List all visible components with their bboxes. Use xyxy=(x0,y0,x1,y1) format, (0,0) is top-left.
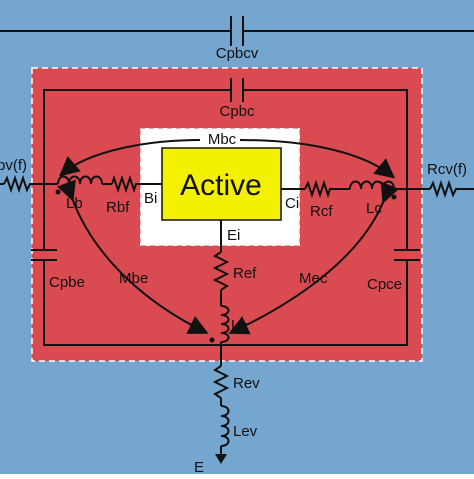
label-mbe: Mbe xyxy=(119,270,148,287)
arrow-mbc-right xyxy=(239,139,396,179)
resistor-rev xyxy=(212,365,230,399)
label-e: E xyxy=(194,459,204,474)
label-le: Le xyxy=(231,317,248,334)
label-ci: Ci xyxy=(285,195,299,212)
arrow-mbe xyxy=(57,179,209,334)
label-rbf: Rbf xyxy=(106,199,130,216)
resistor-rcv xyxy=(429,179,458,199)
label-lb: Lb xyxy=(66,195,83,212)
mutual-arrows xyxy=(57,139,400,335)
arrow-mbc xyxy=(58,139,201,177)
label-bi: Bi xyxy=(144,190,157,207)
resistor-rbv xyxy=(3,174,33,194)
wires xyxy=(0,78,474,456)
dot-lb xyxy=(55,189,61,195)
label-lev: Lev xyxy=(233,423,258,440)
label-rbv: bv(f) xyxy=(0,157,27,174)
label-mbc: Mbc xyxy=(208,131,237,148)
resistor-ref xyxy=(212,251,230,291)
label-rcv: Rcv(f) xyxy=(427,161,467,178)
emitter-arrowhead xyxy=(215,454,227,464)
label-cpce: Cpce xyxy=(367,276,402,293)
label-rcf: Rcf xyxy=(310,203,333,220)
label-ref: Ref xyxy=(233,265,257,282)
label-rev: Rev xyxy=(233,375,260,392)
label-cpbcv: Cpbcv xyxy=(216,45,259,62)
label-cpbe: Cpbe xyxy=(49,274,85,291)
label-active: Active xyxy=(180,169,262,202)
dot-lc xyxy=(391,194,397,200)
inductor-le xyxy=(220,305,230,343)
label-cpbc: Cpbc xyxy=(219,103,255,120)
inductor-lev xyxy=(220,405,230,447)
dot-le xyxy=(209,337,215,343)
arrow-mec xyxy=(228,181,400,335)
label-mec: Mec xyxy=(299,270,328,287)
cpbcv-branch xyxy=(0,16,474,46)
label-ei: Ei xyxy=(227,227,240,244)
label-lc: Lc xyxy=(366,200,382,217)
